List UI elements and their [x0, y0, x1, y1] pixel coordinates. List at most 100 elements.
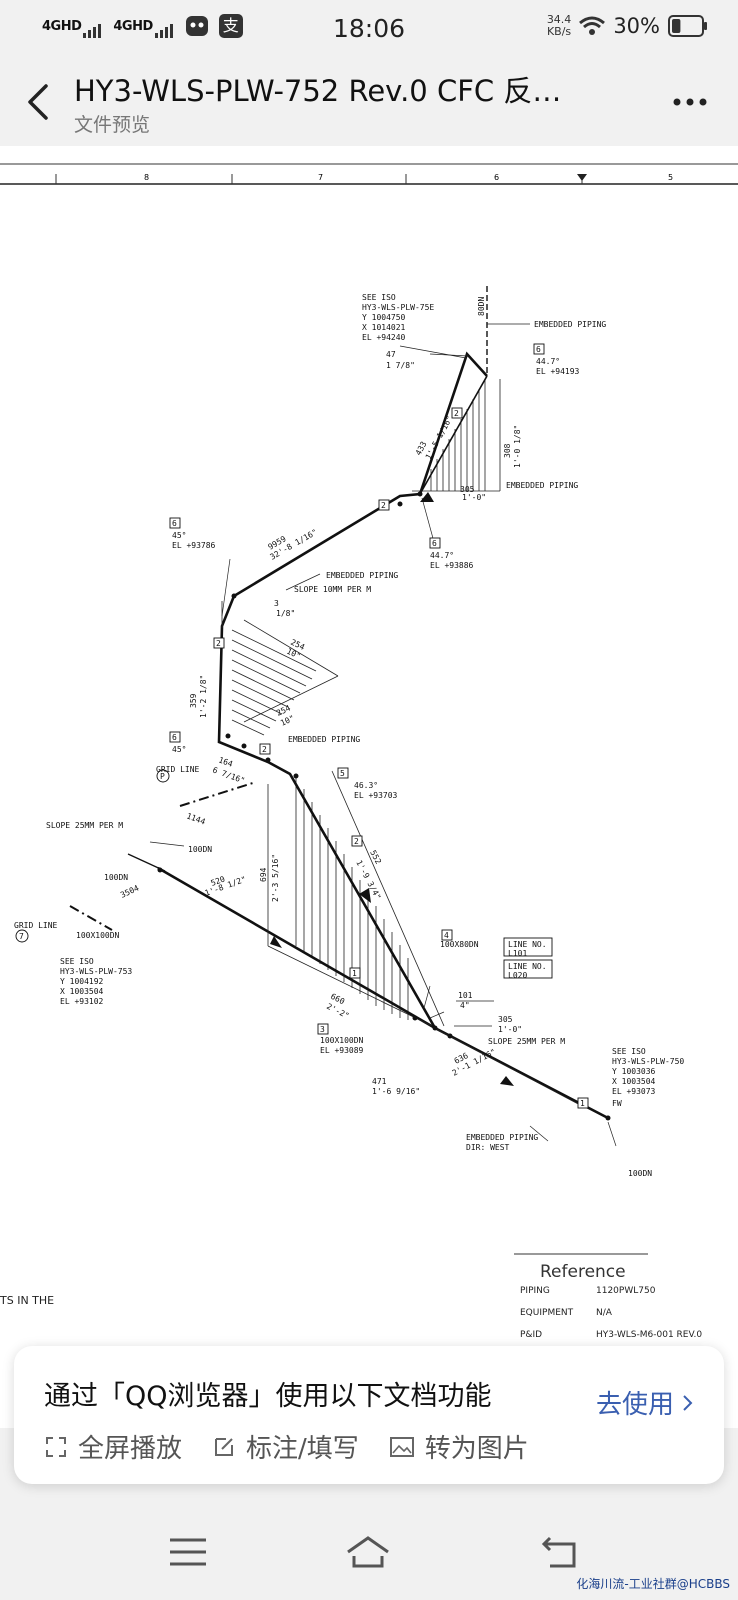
back-arrow-icon[interactable]	[22, 78, 58, 126]
angle-label: 46.3°	[354, 781, 378, 790]
see-iso-text: Y 1004750	[362, 313, 406, 322]
annotate-label: 标注/填写	[246, 1434, 359, 1464]
signal-bars-icon	[154, 23, 173, 38]
see-iso-text: HY3-WLS-PLW-750	[612, 1057, 684, 1066]
item-number: 6	[432, 539, 437, 548]
pipe-run-main	[217, 351, 609, 1120]
elevation-label: EL +93703	[354, 791, 398, 800]
item-number: 6	[536, 345, 541, 354]
dimension-label: 305	[498, 1015, 513, 1024]
clock: 18:06	[332, 14, 406, 43]
ruler-label: 7	[318, 173, 323, 182]
dimension-label: 1'-5 1/16"	[424, 414, 455, 461]
line-number-label: LINE NO.	[508, 940, 547, 949]
ruler-label: 8	[144, 173, 149, 182]
item-number: 2	[381, 501, 386, 510]
see-iso-text: EL +94240	[362, 333, 406, 342]
embedded-piping-label: EMBEDDED PIPING	[326, 571, 398, 580]
reference-value: 1120PWL750	[596, 1286, 656, 1296]
item-number: 5	[340, 769, 345, 778]
see-iso-text: EL +93102	[60, 997, 104, 1006]
see-iso-text: SEE ISO	[612, 1047, 646, 1056]
grid-marker: 7	[19, 932, 24, 941]
dimension-label: 1'-0"	[462, 493, 486, 502]
fullscreen-label: 全屏播放	[78, 1434, 183, 1464]
home-icon[interactable]	[346, 1534, 390, 1570]
ruler-label: 6	[494, 173, 499, 182]
dimension-label: 3	[274, 599, 279, 608]
angle-label: 45°	[172, 531, 186, 540]
reference-title: Reference	[540, 1262, 626, 1282]
elevation-label: EL +94193	[536, 367, 580, 376]
see-iso-text: Y 1003036	[612, 1067, 656, 1076]
see-iso-text: HY3-WLS-PLW-75E	[362, 303, 434, 312]
convert-image-label: 转为图片	[424, 1434, 529, 1464]
dimension-label: 694	[259, 867, 268, 882]
see-iso-text: X 1003504	[60, 987, 104, 996]
drawing-note-fragment: TS IN THE	[0, 1294, 55, 1307]
pipe-run-left-branch	[157, 866, 436, 1030]
item-number: 2	[454, 409, 459, 418]
dimension-label: 308	[503, 443, 512, 458]
embedded-hatch-top	[430, 379, 486, 491]
watermark: 化海川流-工业社群@HCBBS	[576, 1577, 730, 1591]
size-label: 100X100DN	[76, 931, 120, 940]
item-number: 1	[352, 969, 357, 978]
dimension-label: 1'-8 1/2"	[204, 875, 248, 898]
see-iso-text: Y 1004192	[60, 977, 104, 986]
size-label: 100DN	[628, 1169, 652, 1178]
slope-label: SLOPE 10MM PER M	[294, 585, 371, 594]
more-options-icon[interactable]	[672, 92, 708, 112]
annotate-option[interactable]: 标注/填写	[212, 1428, 359, 1465]
use-now-button[interactable]: 去使用	[596, 1384, 694, 1421]
dimension-label: 101	[458, 991, 473, 1000]
app-header: HY3-WLS-PLW-752 Rev.0 CFC 反… 文件预览	[0, 56, 738, 146]
field-weld-label: FW	[612, 1099, 622, 1108]
network-indicator-2: 4GHD	[113, 19, 174, 38]
dimension-label: 359	[189, 693, 198, 708]
see-iso-text: HY3-WLS-PLW-753	[60, 967, 132, 976]
item-number: 4	[444, 931, 449, 940]
dimension-label: 6 7/16"	[211, 765, 246, 785]
elevation-label: EL +93089	[320, 1046, 364, 1055]
see-iso-text: X 1003504	[612, 1077, 656, 1086]
chevron-right-icon	[683, 1394, 693, 1411]
embedded-piping-label: EMBEDDED PIPING	[288, 735, 360, 744]
grid-line-label: GRID LINE	[156, 765, 200, 774]
size-label: 100X80DN	[440, 940, 479, 949]
fullscreen-option[interactable]: 全屏播放	[44, 1428, 182, 1465]
back-nav-icon[interactable]	[540, 1534, 584, 1570]
convert-image-option[interactable]: 转为图片	[389, 1428, 529, 1465]
dimension-label: 2'-3 5/16"	[271, 854, 280, 902]
size-label: 100DN	[188, 845, 212, 854]
status-bar: 4GHD 4GHD 支 18:06 34.4 KB/s	[0, 0, 738, 56]
reference-value: HY3-WLS-M6-001 REV.0	[596, 1330, 703, 1340]
direction-label: DIR: WEST	[466, 1143, 510, 1152]
embedded-piping-label: EMBEDDED PIPING	[506, 481, 578, 490]
dimension-label: 305	[460, 485, 475, 494]
document-preview[interactable]: 8 7 6 5	[0, 146, 738, 1428]
network-speed: 34.4 KB/s	[546, 13, 572, 38]
fullscreen-icon	[46, 1436, 66, 1457]
angle-label: 45°	[172, 745, 186, 754]
item-number: 1	[580, 1099, 585, 1108]
size-label: 100X100DN	[320, 1036, 364, 1045]
image-icon	[389, 1436, 414, 1457]
payment-app-icon: 支	[218, 14, 243, 38]
system-navigation-bar: 化海川流-工业社群@HCBBS	[0, 1500, 738, 1600]
menu-icon[interactable]	[166, 1534, 210, 1570]
reference-label: EQUIPMENT	[520, 1308, 574, 1318]
dimension-label: 552	[368, 849, 383, 866]
pipe-run-top-branch	[419, 375, 488, 495]
dimension-label: 3504	[119, 883, 140, 899]
embedded-piping-label: EMBEDDED PIPING	[534, 320, 606, 329]
edit-icon	[215, 1437, 234, 1456]
item-number: 2	[262, 745, 267, 754]
grid-line-label: GRID LINE	[14, 921, 58, 930]
dimension-label: 1'-0 1/8"	[513, 425, 522, 468]
slope-label: SLOPE 25MM PER M	[488, 1037, 565, 1046]
dimension-label: 1'-0"	[498, 1025, 522, 1034]
network-indicator-1: 4GHD	[42, 19, 103, 38]
dimension-label: 47	[386, 350, 396, 359]
embedded-piping-label: EMBEDDED PIPING	[466, 1133, 538, 1142]
